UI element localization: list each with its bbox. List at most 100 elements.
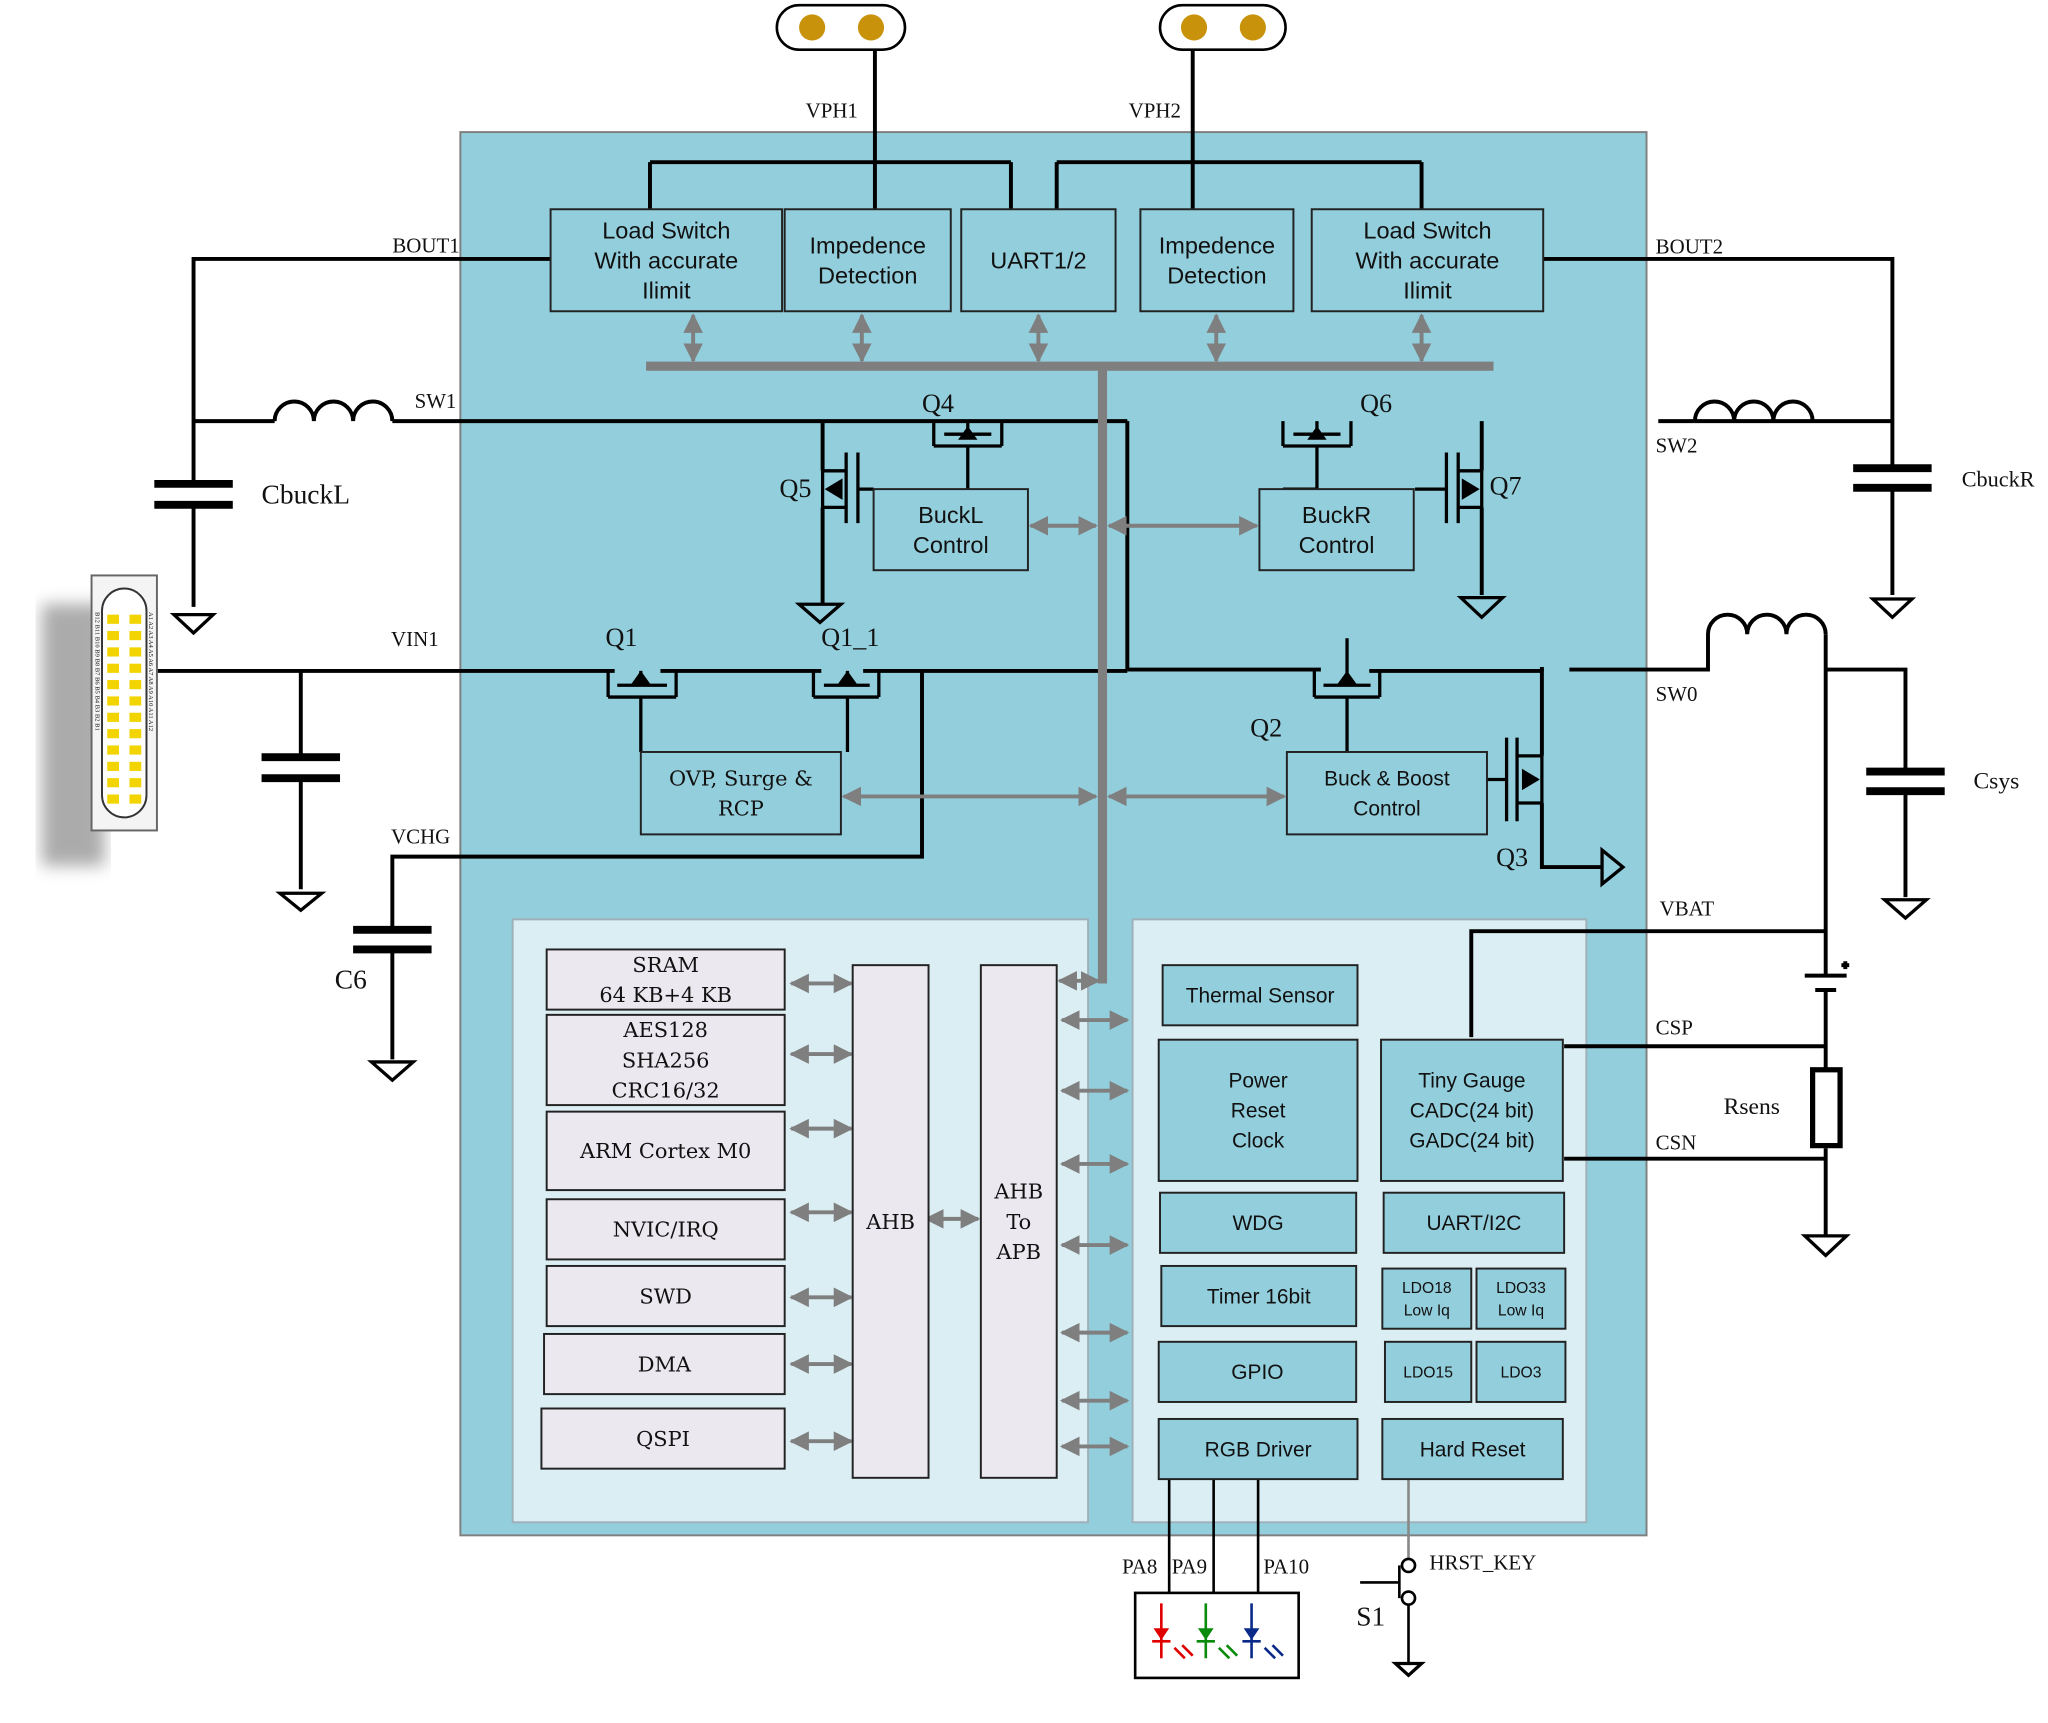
- load-switch-right-block-line-2: With accurate: [1356, 247, 1500, 273]
- led-green: [1196, 1603, 1239, 1660]
- ahb-to-apb-block-line-3: APB: [996, 1240, 1042, 1264]
- capacitor-cbuckr: [1853, 464, 1932, 492]
- bout2-label: BOUT2: [1656, 235, 1723, 259]
- crypto-block-line-3: CRC16/32: [612, 1078, 720, 1102]
- timer-block: Timer 16bit: [1160, 1264, 1358, 1328]
- usb-pin: [129, 631, 142, 641]
- load-switch-left-block-line-1: Load Switch: [602, 217, 730, 243]
- wdg-block: WDG: [1159, 1191, 1358, 1254]
- cpu-block: ARM Cortex M0: [545, 1110, 786, 1192]
- swd-block-line-1: SWD: [639, 1284, 692, 1308]
- usb-pin: [107, 712, 120, 722]
- nvic-block: NVIC/IRQ: [545, 1198, 786, 1261]
- swd-block: SWD: [545, 1264, 786, 1328]
- sw1-label: SW1: [415, 389, 457, 413]
- dma-block: DMA: [543, 1332, 786, 1396]
- uart-i2c-block: UART/I2C: [1382, 1191, 1566, 1254]
- ahb-block-line-1: AHB: [865, 1210, 915, 1234]
- ldo3-block: LDO3: [1475, 1340, 1567, 1403]
- wdg-block-line-1: WDG: [1233, 1212, 1284, 1235]
- usb-row-b-pins: B12 B11 B10 B9 B8 B7 B6 B5 B4 B3 B2 B1: [93, 612, 100, 731]
- csn-label: CSN: [1656, 1131, 1697, 1155]
- ahb-to-apb-block-line-2: To: [1006, 1210, 1031, 1234]
- impedance-detection-right-block-line-1: Impedence: [1159, 232, 1275, 258]
- sw0-label: SW0: [1656, 682, 1698, 706]
- inductor-r: [1692, 399, 1815, 422]
- c6-label: C6: [335, 965, 367, 995]
- ground-symbols: [169, 596, 1931, 1678]
- power-reset-clock-block-line-1: Power: [1228, 1070, 1287, 1093]
- usb-pin: [107, 729, 120, 739]
- q5-label: Q5: [779, 474, 811, 503]
- usb-pin: [129, 745, 142, 755]
- ldo15-block-line-1: LDO15: [1403, 1364, 1453, 1381]
- gpio-block: GPIO: [1157, 1340, 1358, 1403]
- buckl-control-block-line-1: BuckL: [918, 502, 983, 528]
- buck-boost-control-block-line-1: Buck & Boost: [1324, 767, 1450, 790]
- usb-pin: [129, 778, 142, 788]
- timer-block-line-1: Timer 16bit: [1207, 1285, 1311, 1308]
- dma-block-line-1: DMA: [638, 1352, 692, 1376]
- internal-bus: [646, 361, 1494, 984]
- pa8-label: PA8: [1122, 1554, 1157, 1578]
- rsens-label: Rsens: [1724, 1094, 1780, 1120]
- battery-symbol: [1804, 961, 1850, 992]
- hard-reset-block: Hard Reset: [1381, 1417, 1564, 1481]
- usb-pin: [129, 614, 142, 624]
- ahb-to-apb-block-line-1: AHB: [993, 1180, 1043, 1204]
- uart-i2c-block-line-1: UART/I2C: [1426, 1212, 1521, 1235]
- ldo33-block-line-1: LDO33: [1496, 1280, 1546, 1297]
- sram-block-line-2: 64 KB+4 KB: [599, 983, 732, 1007]
- bus-arrows: [683, 313, 1432, 1457]
- capacitor-csys: [1866, 767, 1945, 796]
- nvic-block-line-1: NVIC/IRQ: [613, 1218, 719, 1242]
- hard-reset-block-line-1: Hard Reset: [1420, 1438, 1526, 1461]
- hrst-key-label: HRST_KEY: [1429, 1550, 1536, 1574]
- usb-pin: [107, 680, 120, 690]
- pa9-label: PA9: [1172, 1554, 1207, 1578]
- uart-block-line-1: UART1/2: [990, 247, 1086, 273]
- usb-pin: [129, 696, 142, 706]
- usb-row-a-pins: A1 A2 A3 A4 A5 A6 A7 A8 A9 A10 A11 A12: [147, 612, 154, 731]
- vph1-label: VPH1: [806, 99, 858, 123]
- usb-pin: [107, 696, 120, 706]
- cpu-block-line-1: ARM Cortex M0: [579, 1139, 751, 1163]
- usb-pin: [129, 647, 142, 657]
- usb-pin: [107, 647, 120, 657]
- q6-label: Q6: [1360, 389, 1392, 418]
- ldo15-block: LDO15: [1383, 1340, 1473, 1403]
- ahb-block: AHB: [851, 964, 930, 1479]
- gpio-block-line-1: GPIO: [1231, 1361, 1283, 1384]
- q4-label: Q4: [922, 389, 954, 418]
- usb-pin: [107, 614, 120, 624]
- rgb-driver-block-line-1: RGB Driver: [1205, 1438, 1312, 1461]
- led-blue: [1242, 1603, 1284, 1660]
- csp-label: CSP: [1656, 1015, 1693, 1039]
- impedance-detection-left-block-line-1: Impedence: [810, 232, 926, 258]
- usb-pin: [129, 729, 142, 739]
- bout1-label: BOUT1: [392, 233, 459, 257]
- ovp-block-line-2: RCP: [718, 797, 764, 821]
- pa10-label: PA10: [1263, 1554, 1309, 1578]
- vph2-label: VPH2: [1129, 99, 1181, 123]
- vin1-label: VIN1: [391, 627, 439, 651]
- q3-label: Q3: [1496, 843, 1528, 872]
- buckl-control-block: BuckL Control: [872, 488, 1029, 572]
- csys-label: Csys: [1973, 769, 2019, 795]
- led-red: [1152, 1603, 1194, 1660]
- ldo33-block-line-2: Low Iq: [1498, 1302, 1544, 1319]
- buckl-control-block-line-2: Control: [913, 532, 989, 558]
- power-wiring: [156, 49, 1908, 1236]
- vph1-pad: [775, 3, 907, 52]
- rgb-wires: [1167, 1477, 1260, 1593]
- power-reset-clock-block-line-3: Clock: [1232, 1130, 1285, 1153]
